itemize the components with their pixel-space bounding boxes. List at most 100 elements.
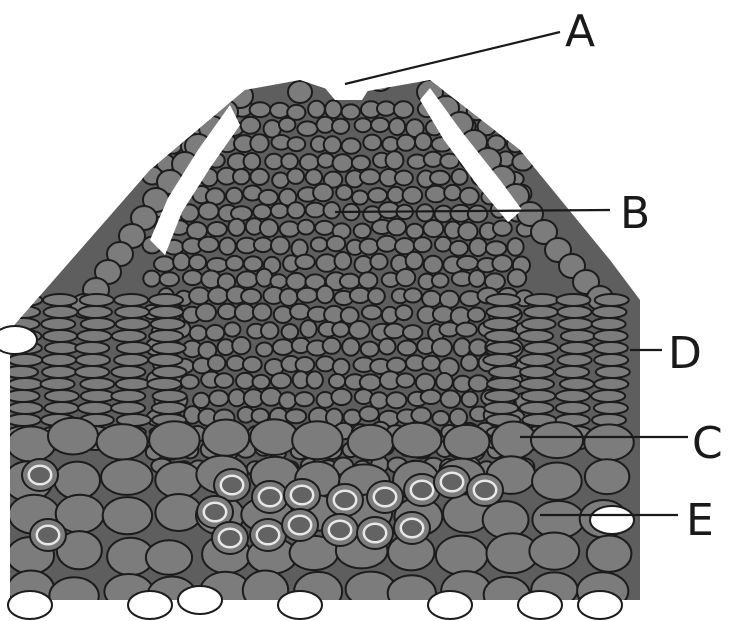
- cortex-cell: [591, 390, 625, 402]
- parenchyma-cell: [529, 533, 579, 570]
- meristem-cell: [430, 171, 450, 185]
- cortex-cell: [524, 342, 558, 354]
- meristem-cell: [468, 308, 485, 322]
- cortex-cell: [594, 342, 628, 354]
- xylem-cell-lumen: [204, 503, 226, 522]
- intercellular-space: [428, 591, 472, 619]
- meristem-cell: [450, 241, 468, 256]
- parenchyma-cell: [155, 462, 201, 498]
- cortex-cell: [4, 366, 38, 378]
- meristem-cell: [208, 287, 228, 304]
- xylem-cell-lumen: [334, 491, 356, 510]
- meristem-cell: [279, 118, 295, 132]
- meristem-cell: [359, 272, 378, 288]
- cortex-cell: [561, 330, 595, 342]
- cortex-cell: [558, 354, 592, 366]
- meristem-cell: [406, 252, 423, 269]
- cortex-cell: [520, 366, 554, 378]
- meristem-cell: [306, 203, 325, 218]
- meristem-cell: [514, 119, 535, 136]
- cortex-cell: [114, 354, 148, 366]
- meristem-cell: [244, 153, 261, 170]
- meristem-cell: [323, 338, 341, 354]
- meristem-cell: [315, 221, 334, 235]
- meristem-cell: [183, 270, 202, 285]
- xylem-cell-lumen: [291, 486, 313, 505]
- cortex-cell: [556, 390, 590, 402]
- label-D: D: [668, 328, 702, 379]
- meristem-cell: [250, 134, 268, 152]
- meristem-cell: [424, 152, 442, 167]
- meristem-cell: [352, 156, 370, 170]
- meristem-cell: [259, 190, 278, 205]
- parenchyma-cell: [532, 463, 582, 500]
- parenchyma-cell: [54, 462, 100, 500]
- meristem-cell: [363, 135, 381, 151]
- meristem-cell: [206, 325, 224, 341]
- cortex-cell: [486, 306, 520, 318]
- xylem-cell-lumen: [289, 516, 311, 535]
- meristem-cell: [493, 221, 512, 236]
- meristem-cell: [253, 304, 271, 321]
- meristem-cell: [215, 373, 233, 388]
- intercellular-space: [518, 591, 562, 619]
- parenchyma-cell: [292, 421, 342, 459]
- cortex-cell: [8, 354, 42, 366]
- intercellular-space: [578, 591, 622, 619]
- meristem-cell: [507, 238, 523, 256]
- meristem-cell: [457, 256, 478, 270]
- parenchyma-cell: [250, 419, 298, 455]
- meristem-cell: [190, 326, 207, 341]
- meristem-cell: [162, 136, 182, 154]
- meristem-cell: [371, 118, 389, 132]
- meristem-cell: [423, 220, 443, 237]
- meristem-cell: [173, 253, 190, 270]
- cortex-cell: [45, 342, 79, 354]
- meristem-cell: [486, 241, 507, 255]
- meristem-cell: [354, 224, 371, 239]
- meristem-cell: [274, 306, 292, 323]
- cortex-cell: [594, 402, 628, 414]
- xylem-cell-lumen: [29, 466, 51, 485]
- meristem-cell: [415, 133, 431, 150]
- meristem-cell: [297, 121, 317, 136]
- meristem-cell: [209, 390, 228, 406]
- meristem-cell: [440, 291, 459, 308]
- parenchyma-cell: [531, 422, 583, 458]
- meristem-cell: [452, 169, 468, 185]
- cortex-cell: [75, 342, 109, 354]
- parenchyma-cell: [103, 497, 152, 534]
- meristem-cell: [250, 102, 271, 117]
- meristem-cell: [416, 374, 435, 391]
- parenchyma-cell: [203, 420, 250, 456]
- parenchyma-cell: [348, 425, 394, 460]
- meristem-cell: [386, 151, 404, 169]
- cortex-cell: [81, 390, 115, 402]
- xylem-cell-lumen: [221, 476, 243, 495]
- meristem-cell: [403, 325, 422, 339]
- meristem-cell: [460, 188, 479, 205]
- meristem-cell: [253, 375, 270, 389]
- cortex-cell: [556, 294, 590, 306]
- meristem-cell: [318, 153, 334, 168]
- meristem-cell: [332, 119, 349, 134]
- cortex-cell: [152, 402, 186, 414]
- meristem-cell: [306, 169, 323, 185]
- meristem-cell: [207, 222, 226, 236]
- meristem-cell: [512, 153, 533, 170]
- cortex-cell: [485, 330, 519, 342]
- meristem-cell: [144, 139, 164, 155]
- cortex-cell: [41, 378, 75, 390]
- cortex-cell: [147, 378, 181, 390]
- meristem-cell: [189, 255, 206, 270]
- meristem-cell: [458, 222, 477, 240]
- apex-cell: [288, 81, 312, 103]
- meristem-cell: [164, 101, 180, 119]
- xylem-cell-lumen: [259, 488, 281, 507]
- cortex-cell: [560, 342, 594, 354]
- meristem-cell: [340, 274, 360, 289]
- meristem-cell: [218, 304, 236, 319]
- label-A: A: [565, 6, 595, 57]
- label-E: E: [686, 495, 714, 546]
